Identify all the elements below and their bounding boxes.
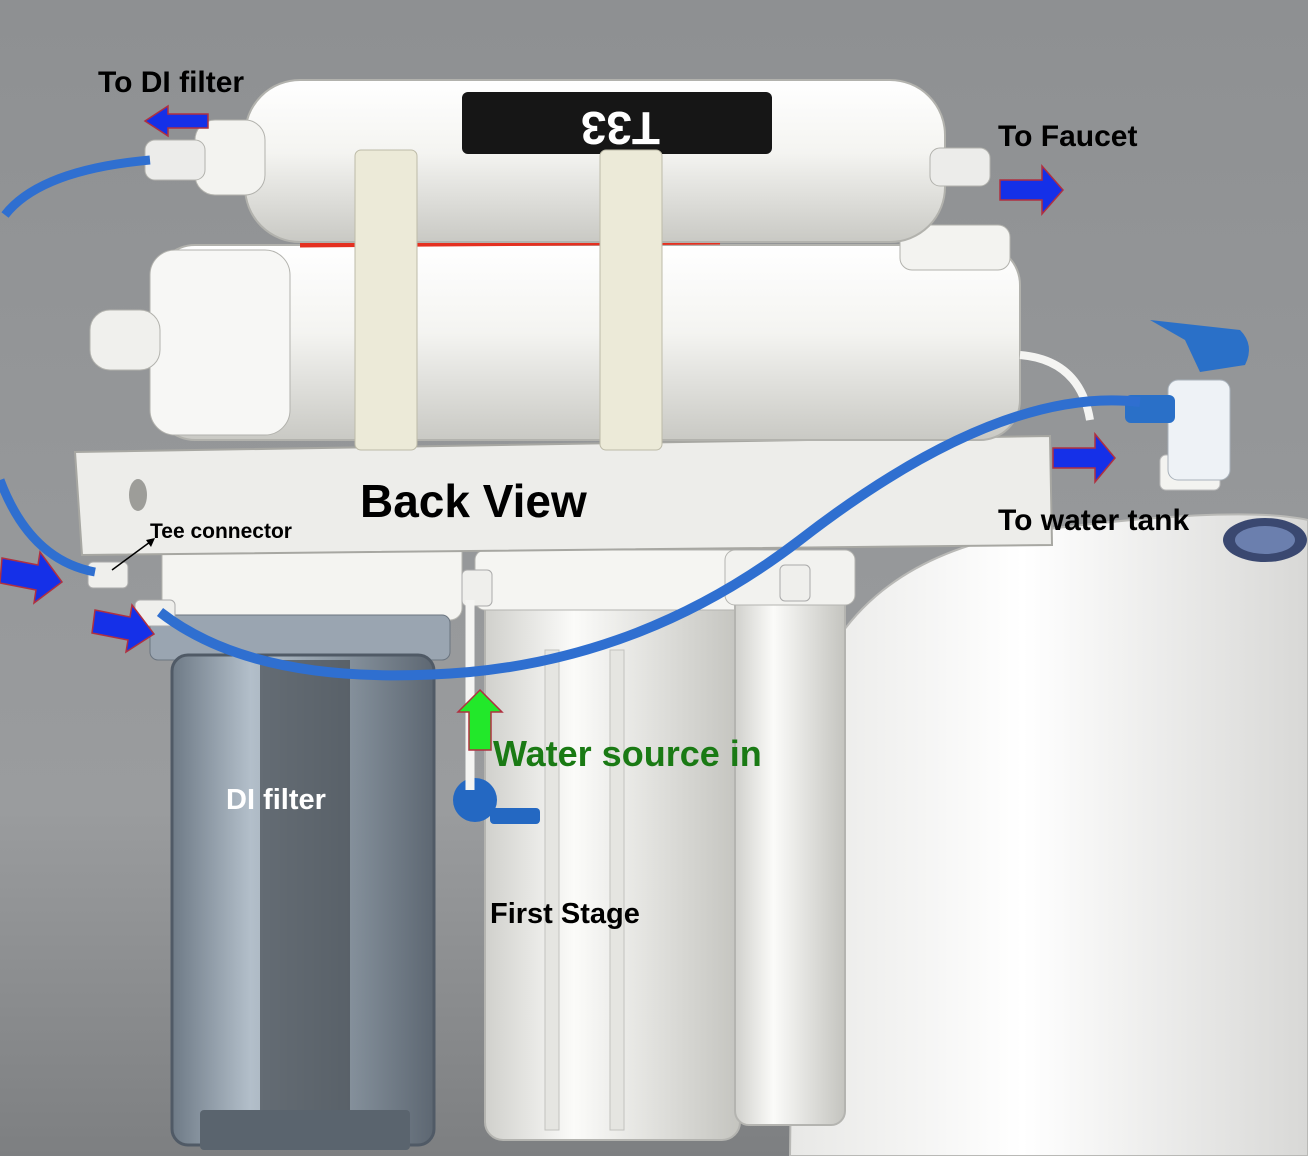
- di-filter-housing: [149, 539, 463, 1150]
- tube-to-di-filter: [1, 155, 151, 218]
- label-tee-connector: Tee connector: [150, 520, 292, 543]
- label-to-water-tank: To water tank: [998, 504, 1190, 537]
- cartridge-marking: T33: [581, 102, 660, 154]
- retaining-clips: [354, 149, 663, 451]
- label-di-filter: DI filter: [226, 784, 326, 816]
- tee-pointer-arrow: [111, 538, 155, 571]
- tube-to-water-tank: [156, 395, 1141, 681]
- blue-flow-arrow-tee-inlet: [0, 550, 64, 605]
- valve-handle: [1150, 320, 1249, 372]
- label-back-view: Back View: [360, 475, 587, 527]
- post-carbon-cartridge: T33: [144, 79, 991, 243]
- cartridge-label: [462, 92, 772, 154]
- label-to-di-filter: To DI filter: [98, 66, 245, 99]
- blue-flow-arrow-to-faucet: [999, 164, 1064, 216]
- first-stage-housing: [474, 549, 751, 1141]
- source-fitting: [461, 569, 493, 607]
- label-water-source-in: Water source in: [493, 733, 762, 774]
- membrane-housing: [89, 224, 1021, 441]
- tube-into-tee: [0, 478, 96, 577]
- mounting-bracket: [73, 434, 1054, 557]
- tank-valve: [1125, 320, 1249, 481]
- label-first-stage: First Stage: [490, 898, 640, 930]
- blue-flow-arrow-to-water-tank: [1052, 431, 1116, 485]
- bracket-slot: [129, 479, 147, 511]
- blue-flow-arrow-di-inlet: [91, 603, 156, 654]
- label-to-faucet: To Faucet: [998, 120, 1138, 153]
- green-flow-arrow-source: [456, 688, 504, 751]
- stage-fitting: [779, 564, 811, 602]
- membrane-inlet-fitting: [89, 309, 161, 371]
- blue-flow-arrow-to-di-filter: [143, 104, 209, 138]
- second-stage-housing: [724, 549, 856, 1126]
- inlet-valve: [453, 778, 540, 824]
